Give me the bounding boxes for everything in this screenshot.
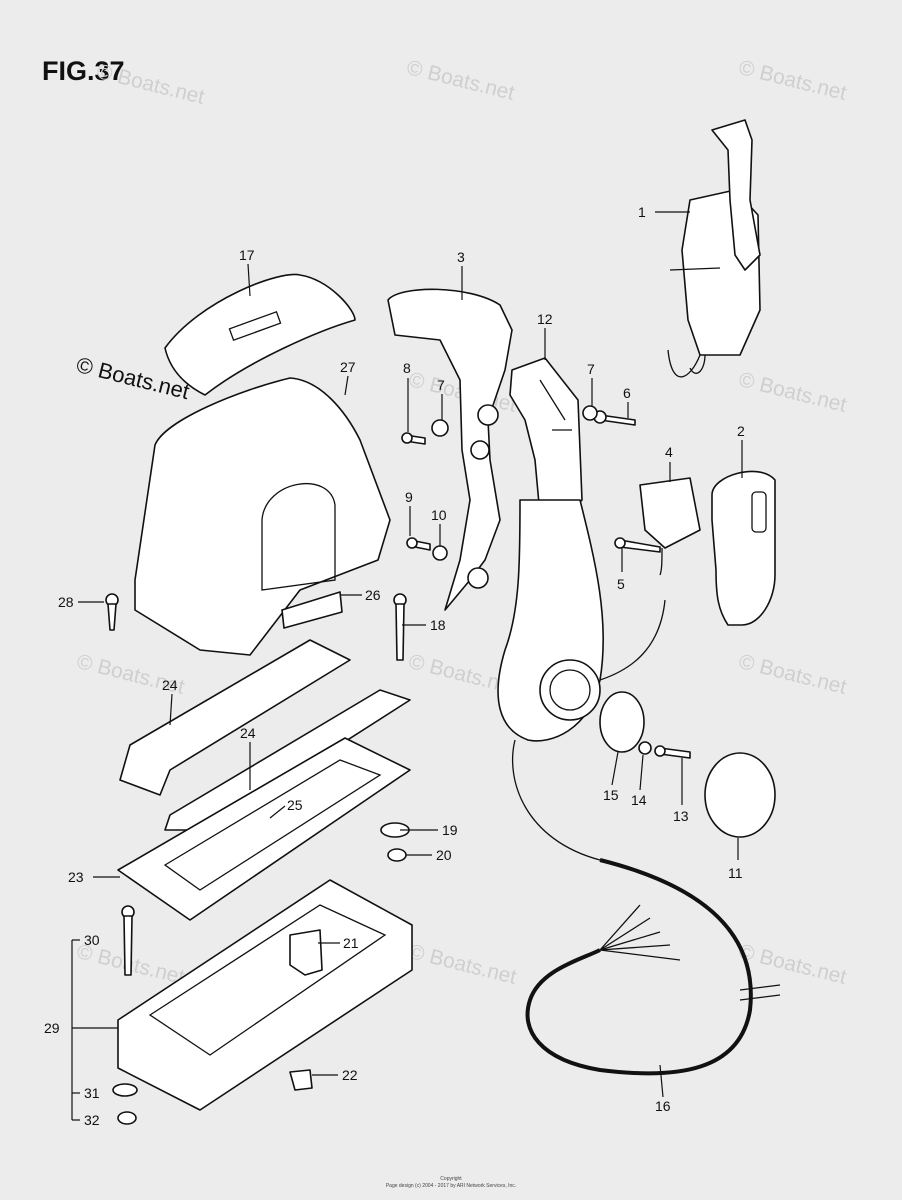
callout-12: 12 [537,311,553,327]
screw-18 [393,593,407,661]
callout-31: 31 [84,1085,100,1101]
remote-control-box [667,119,761,378]
clip-22 [289,1069,313,1091]
callout-23: 23 [68,869,84,885]
callout-9: 9 [405,489,413,505]
lever-housing [497,499,666,742]
callout-2: 2 [737,423,745,439]
main-housing [134,377,391,656]
lever-arm [387,288,513,611]
callout-7: 7 [587,361,595,377]
callout-3: 3 [457,249,465,265]
side-cap-assembly [599,691,776,838]
callout-labels: 1 2 3 4 5 6 7 7 8 9 10 11 12 13 14 15 16… [44,204,745,1128]
callout-29: 29 [44,1020,60,1036]
callout-24: 24 [162,677,178,693]
callout-28: 28 [58,594,74,610]
callout-16: 16 [655,1098,671,1114]
callout-4: 4 [665,444,673,460]
callout-10: 10 [431,507,447,523]
callout-5: 5 [617,576,625,592]
leader-lines [71,211,743,1121]
screw-28 [105,593,119,631]
top-cover [164,273,356,396]
callout-17: 17 [239,247,255,263]
callout-15: 15 [603,787,619,803]
callout-11: 11 [728,865,743,881]
callout-6: 6 [623,385,631,401]
gasket [117,737,411,921]
callout-18: 18 [430,617,446,633]
callout-21: 21 [343,935,359,951]
callout-13: 13 [673,808,689,824]
footer-credit: Page design (c) 2004 - 2017 by ARI Netwo… [385,1183,517,1189]
callout-22: 22 [342,1067,358,1083]
callout-25: 25 [287,797,303,813]
mounting-brackets [119,639,411,831]
figure-title: FIG.37 [42,56,125,86]
callout-7: 7 [437,377,445,393]
washer-31 [112,1083,138,1097]
callout-1: 1 [638,204,646,220]
callout-24: 24 [240,725,256,741]
callout-20: 20 [436,847,452,863]
footer-copyright: Copyright [440,1176,462,1182]
nut-20 [387,848,407,862]
screw-5 [614,537,661,553]
callout-26: 26 [365,587,381,603]
lever-bracket [509,357,583,521]
base-plate [117,879,413,1111]
wire-harness [511,739,781,1076]
callout-8: 8 [403,360,411,376]
screw-30 [121,905,135,976]
housing-insert [281,591,343,629]
nut-32 [117,1111,137,1125]
neutral-switch [639,477,701,576]
callout-14: 14 [631,792,647,808]
callout-27: 27 [340,359,356,375]
callout-30: 30 [84,932,100,948]
callout-19: 19 [442,822,458,838]
clip-21 [289,929,323,976]
callout-32: 32 [84,1112,100,1128]
fasteners-upper [401,405,636,561]
grip-cover [711,470,776,626]
